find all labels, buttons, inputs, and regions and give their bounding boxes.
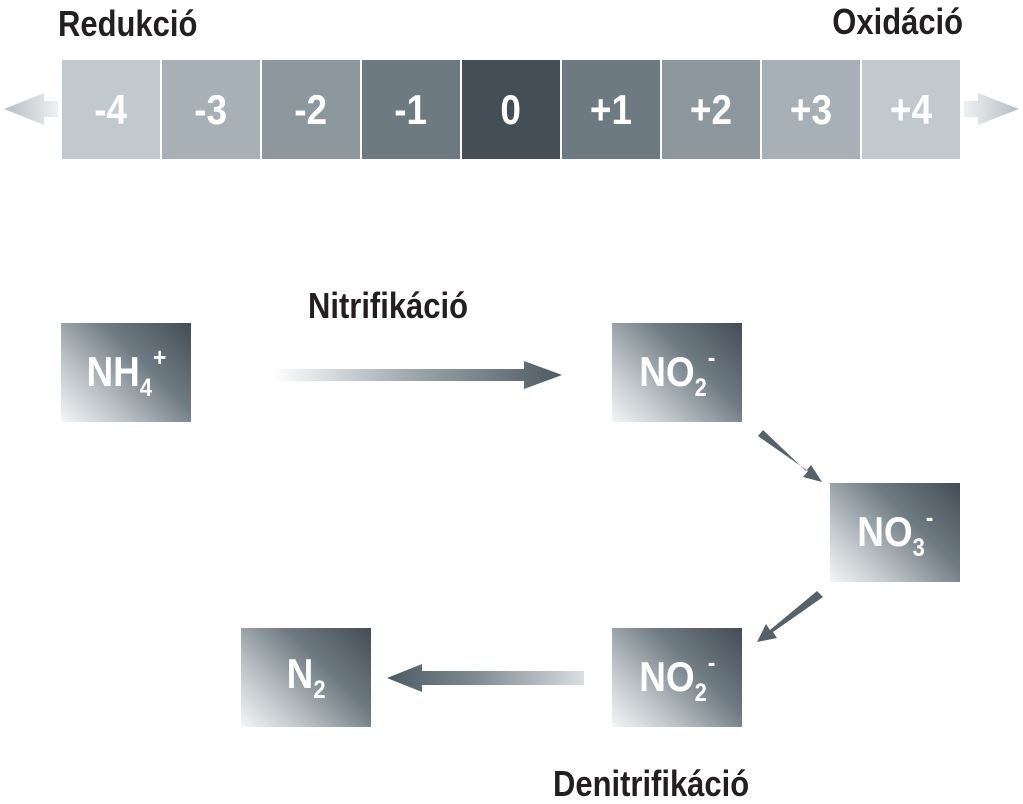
n2-formula: N2 bbox=[286, 650, 326, 704]
n2-box: N2 bbox=[241, 628, 371, 727]
scale-cell: -2 bbox=[262, 60, 360, 159]
no2-formula-upper: NO2- bbox=[638, 342, 716, 402]
scale-value: +2 bbox=[689, 85, 733, 133]
scale-cell: +3 bbox=[762, 60, 860, 159]
no2-nitrite-box-upper: NO2- bbox=[612, 323, 742, 422]
scale-value: -4 bbox=[94, 85, 128, 133]
scale-cell: +4 bbox=[862, 60, 960, 159]
scale-cell: +2 bbox=[662, 60, 760, 159]
no2-to-no3-arrow bbox=[758, 430, 822, 482]
no3-to-no2-arrow bbox=[757, 591, 823, 642]
scale-cell: -4 bbox=[62, 60, 160, 159]
oxidation-direction-arrow bbox=[964, 93, 1019, 125]
scale-value: -1 bbox=[394, 85, 428, 133]
reduction-direction-arrow bbox=[4, 93, 58, 125]
nh4-formula: NH4+ bbox=[86, 342, 166, 402]
no3-nitrate-box: NO3- bbox=[830, 483, 960, 582]
no3-formula: NO3- bbox=[856, 502, 934, 562]
scale-cell: +1 bbox=[562, 60, 660, 159]
scale-cell: -1 bbox=[362, 60, 460, 159]
scale-value: 0 bbox=[500, 85, 522, 133]
scale-cell: 0 bbox=[462, 60, 560, 159]
nitrification-label: Nitrifikáció bbox=[308, 285, 469, 326]
denitrification-arrow bbox=[387, 664, 584, 692]
nh4-box: NH4+ bbox=[61, 323, 191, 422]
scale-value: +1 bbox=[589, 85, 633, 133]
oxidation-number-scale: -4 -3 -2 -1 0 +1 +2 +3 +4 bbox=[62, 60, 960, 159]
nitrification-arrow bbox=[272, 361, 562, 389]
scale-value: +3 bbox=[789, 85, 833, 133]
scale-value: -2 bbox=[294, 85, 328, 133]
scale-value: +4 bbox=[889, 85, 933, 133]
scale-cell: -3 bbox=[162, 60, 260, 159]
no2-formula-lower: NO2- bbox=[638, 647, 716, 707]
oxidation-label: Oxidáció bbox=[832, 1, 963, 42]
denitrification-label: Denitrifikáció bbox=[553, 763, 750, 804]
no2-nitrite-box-lower: NO2- bbox=[612, 628, 742, 727]
reduction-label: Redukció bbox=[58, 3, 198, 44]
scale-value: -3 bbox=[194, 85, 228, 133]
